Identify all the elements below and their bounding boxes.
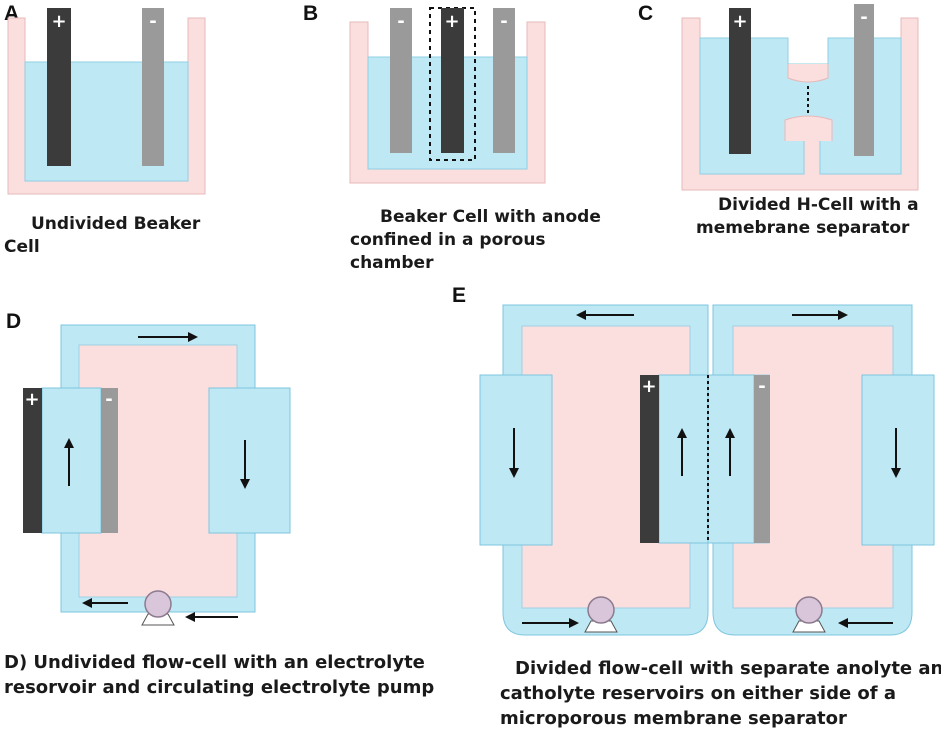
panel-c-cathode-sign: - <box>860 7 867 28</box>
panel-c-cathode <box>854 4 874 156</box>
panel-c-bridge-top <box>787 64 829 83</box>
panel-c-caption-line-2: memebrane separator <box>696 218 910 238</box>
panel-b-caption-line-1: Beaker Cell with anode <box>380 207 601 227</box>
panel-e-caption-line-3: microporous membrane separator <box>500 708 847 729</box>
panel-a: A + - <box>4 2 206 195</box>
panel-e-anolyte-reservoir <box>479 374 553 546</box>
panel-a-caption: Undivided Beaker Cell <box>4 213 200 259</box>
panel-d-caption-line-2: resorvoir and circulating electrolyte pu… <box>4 677 435 698</box>
panel-c-caption-line-1: Divided H-Cell with a <box>718 195 919 215</box>
panel-e-label: E <box>452 284 466 307</box>
panel-b-caption: Beaker Cell with anode confined in a por… <box>350 206 601 275</box>
panel-d-reservoir <box>208 387 291 534</box>
panel-d-anode-sign: + <box>24 389 39 410</box>
panel-a-cathode-sign: - <box>149 11 156 32</box>
panel-d-pump-icon <box>144 590 172 618</box>
panel-e-caption-line-1: Divided flow-cell with separate anolyte … <box>515 658 941 679</box>
panel-e-cathode-sign: - <box>758 376 765 397</box>
panel-e-caption-line-2: catholyte reservoirs on either side of a <box>500 683 897 704</box>
panel-d-cell-channel <box>41 387 102 534</box>
panel-b-cathode-right <box>493 8 515 153</box>
panel-b-cathode-left <box>390 8 412 153</box>
panel-b-porous-chamber <box>430 8 475 160</box>
panel-e-cathode <box>754 375 770 543</box>
panel-e-anolyte-pump-icon <box>587 596 615 624</box>
panel-a-anode <box>47 8 71 166</box>
panel-b: B - + - <box>303 2 546 184</box>
panel-d-cathode-sign: - <box>105 389 112 410</box>
panel-a-caption-line-1: Undivided Beaker <box>31 214 201 234</box>
panel-e-anode-channel <box>658 374 709 544</box>
panel-e: E + - <box>452 284 935 636</box>
panel-d-pump-base <box>141 613 175 626</box>
panel-b-caption-line-2: confined in a porous <box>350 230 546 250</box>
panel-c: C + - <box>638 2 919 191</box>
panel-d-label: D <box>6 310 21 333</box>
panel-c-caption: Divided H-Cell with a memebrane separato… <box>696 194 919 240</box>
panel-e-catholyte-pump-base <box>792 620 826 633</box>
panel-e-anode <box>640 375 659 543</box>
panel-a-anode-sign: + <box>51 11 66 32</box>
panel-e-anolyte-pump-base <box>584 620 618 633</box>
panel-b-label: B <box>303 2 318 25</box>
panel-b-anode <box>441 8 464 153</box>
panel-c-label: C <box>638 2 653 25</box>
panel-d-caption: D) Undivided flow-cell with an electroly… <box>4 650 434 700</box>
panel-d: D + - <box>6 310 291 626</box>
panel-e-anode-sign: + <box>641 376 656 397</box>
panel-c-anode <box>729 8 751 154</box>
panel-d-anode <box>23 388 42 533</box>
panel-a-caption-line-2: Cell <box>4 237 40 257</box>
panel-e-catholyte-reservoir <box>861 374 935 546</box>
panel-b-cathode-left-sign: - <box>397 11 404 32</box>
panel-b-cathode-right-sign: - <box>500 11 507 32</box>
panel-c-bridge-bottom <box>784 115 833 141</box>
panel-a-cathode <box>142 8 164 166</box>
panel-c-anode-sign: + <box>732 11 747 32</box>
panel-e-catholyte-pump-icon <box>795 596 823 624</box>
panel-b-caption-line-3: chamber <box>350 253 434 273</box>
panel-d-caption-line-1: D) Undivided flow-cell with an electroly… <box>4 652 425 673</box>
panel-b-anode-sign: + <box>444 11 459 32</box>
panel-e-caption: Divided flow-cell with separate anolyte … <box>500 656 941 731</box>
panel-d-cathode <box>101 388 118 533</box>
